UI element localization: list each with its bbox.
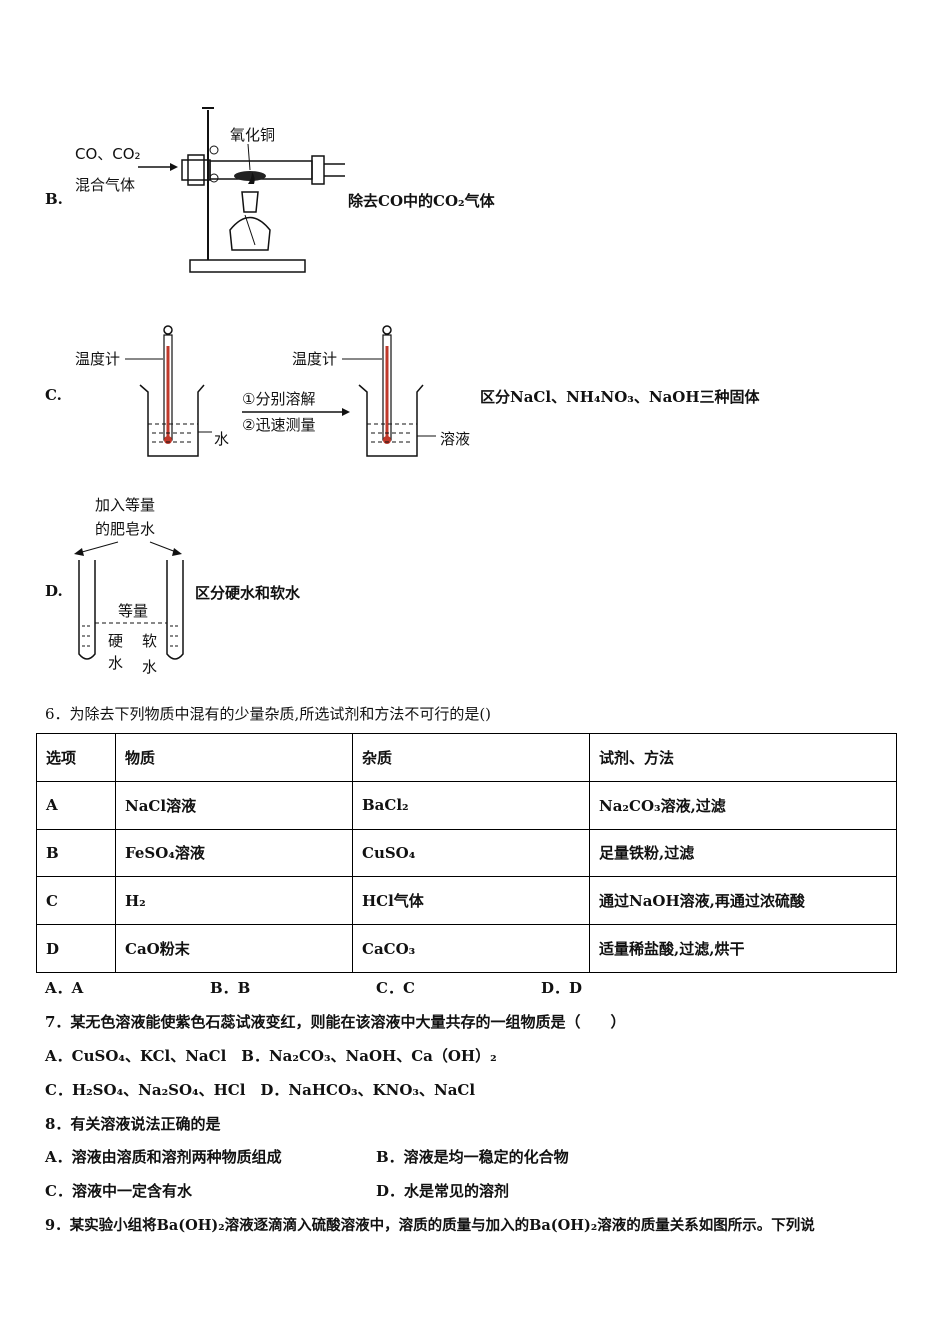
question-7-options-cd[interactable]: C．H₂SO₄、Na₂SO₄、HCl D．NaHCO₃、KNO₃、NaCl [45,1081,476,1099]
soft-water-label-2: 水 [142,658,157,676]
add-soap-label-1: 加入等量 [95,496,155,514]
table-row: D CaO粉末 CaCO₃ 适量稀盐酸,过滤,烘干 [36,924,897,973]
co-reduction-apparatus-diagram: CO、CO₂ 混合气体 氧化铜 [75,107,345,273]
solution-label: 溶液 [440,430,470,448]
table-row: A NaCl溶液 BaCl₂ Na₂CO₃溶液,过滤 [36,780,897,830]
table-cell: 通过NaOH溶液,再通过浓硫酸 [589,876,897,926]
header-cell: 物质 [115,733,353,782]
step-2-label: ②迅速测量 [242,416,315,434]
answer-b[interactable]: B．B [210,979,251,997]
option-d-description: 区分硬水和软水 [195,584,301,602]
hard-water-label-1: 硬 [108,632,123,650]
hard-water-label-2: 水 [108,654,123,672]
option-b-description: 除去CO中的CO₂气体 [348,192,495,210]
table-row: B FeSO₄溶液 CuSO₄ 足量铁粉,过滤 [36,828,897,878]
table-cell: D [36,924,116,973]
question-7-options-ab[interactable]: A．CuSO₄、KCl、NaCl B．Na₂CO₃、NaOH、Ca（OH）₂ [45,1047,497,1065]
option-b-letter: B. [45,190,63,208]
table-header-row: 选项 物质 杂质 试剂、方法 [36,733,897,782]
question-9-stem: 9．某实验小组将Ba(OH)₂溶液逐滴滴入硫酸溶液中，溶质的质量与加入的Ba(O… [45,1217,815,1234]
impurity-table: 选项 物质 杂质 试剂、方法 A NaCl溶液 BaCl₂ Na₂CO₃溶液,过… [36,733,897,973]
option-d-letter: D. [45,582,63,600]
table-cell: B [36,828,116,878]
table-cell: Na₂CO₃溶液,过滤 [589,780,897,830]
question-8-option-d[interactable]: D．水是常见的溶剂 [376,1182,510,1200]
thermometer-label-1: 温度计 [75,350,120,368]
table-cell: H₂ [115,876,353,926]
answer-d[interactable]: D．D [541,979,583,997]
answer-a[interactable]: A．A [45,979,84,997]
table-cell: BaCl₂ [352,780,590,830]
table-cell: FeSO₄溶液 [115,828,353,878]
equal-amount-label: 等量 [118,602,148,620]
water-label: 水 [214,430,229,448]
add-soap-label-2: 的肥皂水 [95,520,155,538]
dissolution-temperature-diagram: 温度计 水 ①分别溶解 ②迅速测量 温度计 溶液 [75,325,470,457]
question-8-stem: 8．有关溶液说法正确的是 [45,1115,221,1133]
question-8-option-b[interactable]: B．溶液是均一稳定的化合物 [376,1148,569,1166]
thermometer-label-2: 温度计 [292,350,337,368]
table-cell: A [36,780,116,830]
table-cell: CaCO₃ [352,924,590,973]
table-cell: 足量铁粉,过滤 [589,828,897,878]
question-8-option-c[interactable]: C．溶液中一定含有水 [45,1182,192,1200]
table-cell: NaCl溶液 [115,780,353,830]
header-cell: 杂质 [352,733,590,782]
table-cell: C [36,876,116,926]
table-cell: CuSO₄ [352,828,590,878]
answer-c[interactable]: C．C [376,979,415,997]
table-cell: 适量稀盐酸,过滤,烘干 [589,924,897,973]
step-1-label: ①分别溶解 [242,390,315,408]
table-cell: CaO粉末 [115,924,353,973]
question-8-option-a[interactable]: A．溶液由溶质和溶剂两种物质组成 [45,1148,282,1166]
option-c-letter: C. [45,386,62,404]
soft-water-label-1: 软 [142,632,157,650]
header-cell: 试剂、方法 [589,733,897,782]
header-cell: 选项 [36,733,116,782]
question-6-stem: 6．为除去下列物质中混有的少量杂质,所选试剂和方法不可行的是() [45,705,492,723]
gas-label-2: 混合气体 [75,176,135,194]
gas-label-1: CO、CO₂ [75,145,141,163]
table-cell: HCl气体 [352,876,590,926]
hard-soft-water-diagram: 加入等量 的肥皂水 等量 硬 水 软 水 [74,496,184,676]
question-7-stem: 7．某无色溶液能使紫色石蕊试液变红，则能在该溶液中大量共存的一组物质是（ ） [45,1013,626,1031]
table-row: C H₂ HCl气体 通过NaOH溶液,再通过浓硫酸 [36,876,897,926]
copper-oxide-label: 氧化铜 [230,126,275,144]
option-c-description: 区分NaCl、NH₄NO₃、NaOH三种固体 [480,388,760,406]
